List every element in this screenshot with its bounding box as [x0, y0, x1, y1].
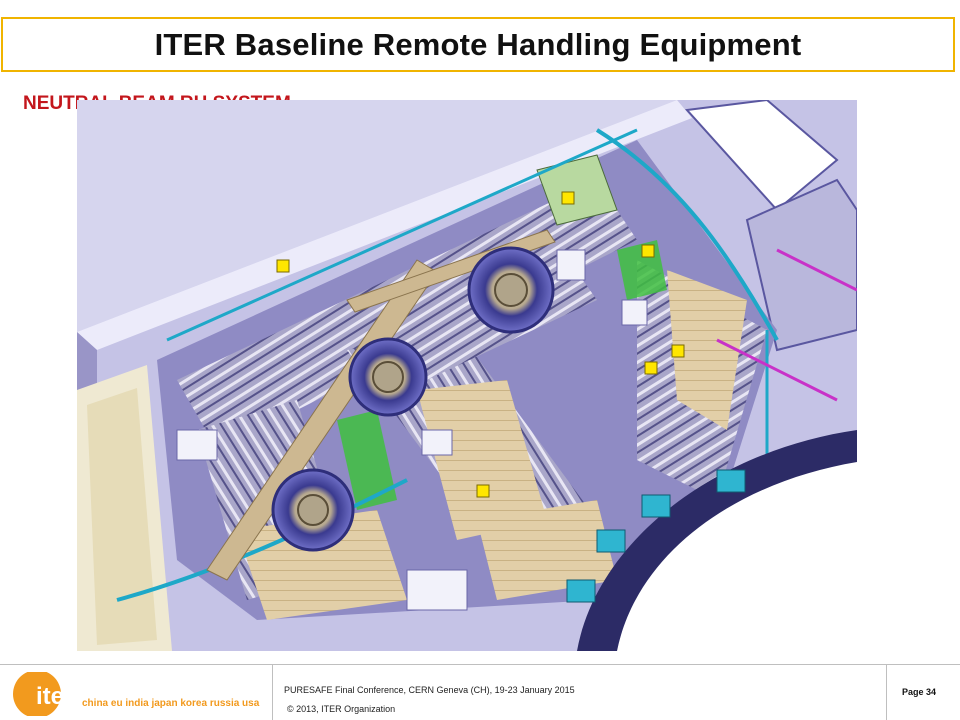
iter-logo-sun-icon	[13, 672, 61, 716]
footer-separator	[272, 664, 273, 720]
slide-title: ITER Baseline Remote Handling Equipment	[154, 26, 802, 62]
iter-logo-word: iter	[36, 683, 73, 710]
footer-separator	[886, 664, 887, 720]
iter-logo: iter	[13, 672, 73, 716]
title-box: ITER Baseline Remote Handling Equipment	[1, 17, 955, 72]
copyright-text: © 2013, ITER Organization	[287, 704, 396, 714]
footer-rule	[0, 664, 960, 665]
neutral-beam-cad-image	[77, 100, 857, 651]
conference-text: PURESAFE Final Conference, CERN Geneva (…	[284, 685, 575, 695]
page-number: Page 34	[902, 687, 937, 697]
logo-tagline: china eu india japan korea russia usa	[82, 698, 260, 709]
